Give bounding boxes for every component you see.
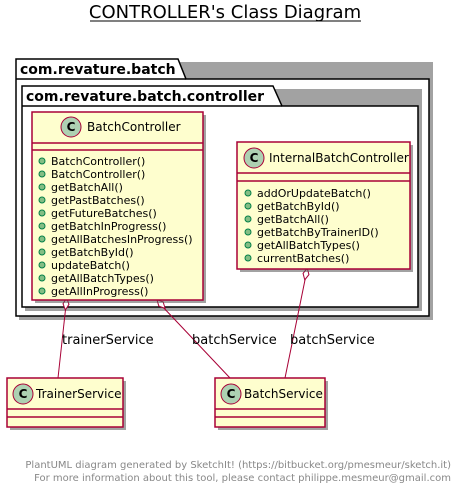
edge-batch-service-2 (284, 274, 307, 379)
edge-label-batch-service-2: batchService (290, 333, 375, 348)
svg-text:C: C (67, 120, 76, 134)
class-icon (243, 147, 265, 169)
public-method-icon (244, 215, 252, 223)
diagram-title: CONTROLLER's Class Diagram (89, 2, 361, 23)
edge-label-batch-service-1: batchService (192, 333, 277, 348)
public-method-icon (244, 202, 252, 210)
public-method-icon (38, 287, 46, 295)
public-method-icon (244, 228, 252, 236)
method: getBatchByTrainerID() (257, 226, 379, 239)
method: getBatchAll() (51, 181, 123, 194)
public-method-icon (38, 157, 46, 165)
public-method-icon (244, 189, 252, 197)
public-method-icon (38, 183, 46, 191)
svg-text:C: C (250, 151, 259, 165)
svg-text:C: C (19, 387, 28, 401)
edge-batch-service-1 (160, 304, 231, 379)
class-internal-batch-controller: C InternalBatchController addOrUpdateBat… (236, 141, 413, 272)
method: currentBatches() (257, 252, 349, 265)
method: getAllBatchesInProgress() (51, 233, 193, 246)
class-name: BatchService (244, 387, 323, 401)
method: BatchController() (51, 155, 145, 168)
method: addOrUpdateBatch() (257, 187, 371, 200)
method: getBatchInProgress() (51, 220, 166, 233)
class-icon (12, 383, 34, 405)
method: getBatchById() (257, 200, 340, 213)
package-inner-label: com.revature.batch.controller (26, 89, 264, 105)
method-list: addOrUpdateBatch() getBatchById() getBat… (244, 187, 379, 265)
method: getBatchById() (51, 246, 134, 259)
class-name: BatchController (87, 120, 181, 134)
public-method-icon (38, 235, 46, 243)
public-method-icon (38, 222, 46, 230)
footer-line-1: PlantUML diagram generated by SketchIt! … (25, 460, 451, 471)
svg-text:C: C (227, 387, 236, 401)
class-name: InternalBatchController (269, 151, 409, 165)
package-outer-label: com.revature.batch (20, 62, 176, 78)
public-method-icon (38, 170, 46, 178)
public-method-icon (38, 209, 46, 217)
class-trainer-service: C TrainerService (6, 377, 126, 430)
method: BatchController() (51, 168, 145, 181)
public-method-icon (244, 254, 252, 262)
edge-trainer-service (57, 304, 67, 379)
public-method-icon (38, 248, 46, 256)
edge-label-trainer-service: trainerService (62, 333, 154, 348)
class-batch-service: C BatchService (214, 377, 328, 430)
method: getPastBatches() (51, 194, 145, 207)
public-method-icon (244, 241, 252, 249)
class-icon (220, 383, 242, 405)
method: getAllInProgress() (51, 285, 148, 298)
method: getBatchAll() (257, 213, 329, 226)
public-method-icon (38, 261, 46, 269)
class-batch-controller: C BatchController BatchController() Batc… (31, 111, 206, 303)
public-method-icon (38, 196, 46, 204)
class-icon (60, 116, 82, 138)
method: getAllBatchTypes() (257, 239, 360, 252)
method: getFutureBatches() (51, 207, 157, 220)
method: updateBatch() (51, 259, 130, 272)
method-list: BatchController() BatchController() getB… (38, 155, 193, 298)
method: getAllBatchTypes() (51, 272, 154, 285)
public-method-icon (38, 274, 46, 282)
footer-line-2: For more information about this tool, pl… (34, 473, 451, 484)
class-name: TrainerService (35, 387, 121, 401)
